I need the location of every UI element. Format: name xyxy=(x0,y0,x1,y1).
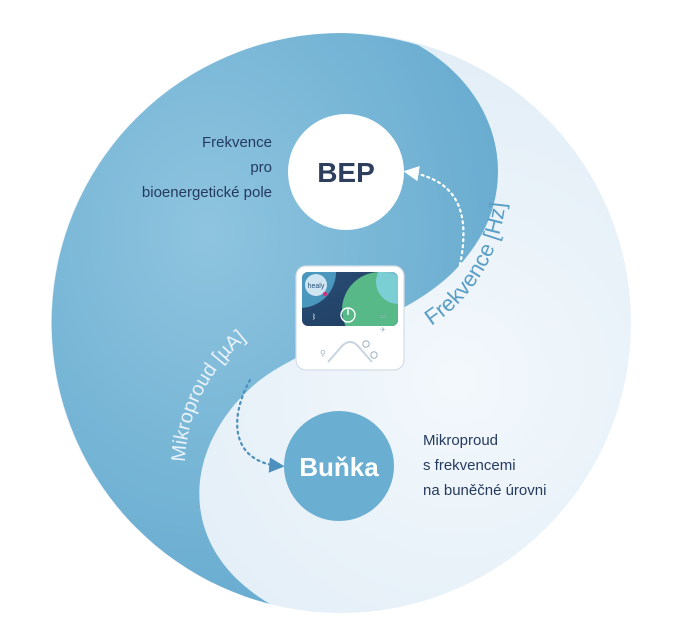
status-led xyxy=(322,291,328,297)
microcurrent-arrow xyxy=(236,378,285,473)
top-description-line-1: Frekvence xyxy=(202,134,272,151)
bottom-node-label: Buňka xyxy=(299,452,379,482)
top-description-line-3: bioenergetické pole xyxy=(142,184,272,201)
bottom-description: Mikroproud s frekvencemi na buněčné úrov… xyxy=(423,432,546,499)
top-node-label: BEP xyxy=(317,157,375,188)
device-notch xyxy=(327,341,373,363)
bottom-description-line-1: Mikroproud xyxy=(423,432,498,449)
bottom-node: Buňka xyxy=(284,411,394,521)
bottom-description-line-3: na buněčné úrovni xyxy=(423,482,546,499)
top-description-line-2: pro xyxy=(250,159,272,176)
airplane-icon: ✈ xyxy=(380,327,386,334)
top-description: Frekvence pro bioenergetické pole xyxy=(142,134,272,201)
bottom-description-line-2: s frekvencemi xyxy=(423,457,516,474)
bluetooth-icon: ᛒ xyxy=(312,313,316,321)
battery-icon: ▭ xyxy=(380,313,387,320)
device-screen: healy ᛒ xyxy=(302,272,398,326)
top-node: BEP xyxy=(288,114,404,230)
frequency-arrow xyxy=(403,166,465,267)
healy-device: healy ᛒ ⚲ ▭ ✈ xyxy=(295,265,405,371)
minus-button-icon xyxy=(370,351,378,359)
plus-button-icon xyxy=(362,340,370,348)
brand-badge xyxy=(305,274,327,296)
bottom-node-circle xyxy=(284,411,394,521)
device-brand-text: healy xyxy=(308,283,325,290)
power-icon xyxy=(340,307,356,323)
usb-icon: ⚲ xyxy=(320,349,326,358)
top-node-circle xyxy=(288,114,404,230)
